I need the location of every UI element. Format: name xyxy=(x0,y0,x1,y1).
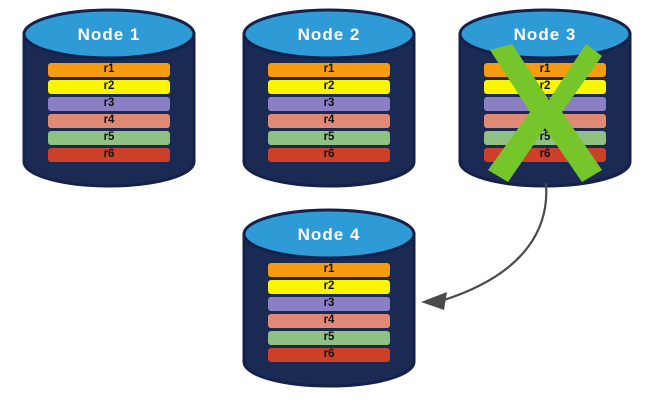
row-r1-node-1[interactable]: r1 xyxy=(48,63,170,77)
row-r2-node-1[interactable]: r2 xyxy=(48,80,170,94)
row-r4-node-4[interactable]: r4 xyxy=(268,314,390,328)
row-r2-node-4[interactable]: r2 xyxy=(268,280,390,294)
row-r2-node-3[interactable]: r2 xyxy=(484,80,606,94)
row-r3-node-3[interactable]: r3 xyxy=(484,97,606,111)
row-list-node-4: r1 r2 r3 r4 r5 r6 xyxy=(242,263,416,362)
row-r5-node-2[interactable]: r5 xyxy=(268,131,390,145)
node-cylinder-node-4[interactable]: Node 4 r1 r2 r3 r4 r5 r6 xyxy=(242,208,416,388)
row-r4-node-1[interactable]: r4 xyxy=(48,114,170,128)
node-cylinder-node-3[interactable]: Node 3 r1 r2 r3 r4 r5 r6 xyxy=(458,8,632,188)
row-r1-node-2[interactable]: r1 xyxy=(268,63,390,77)
row-r5-node-4[interactable]: r5 xyxy=(268,331,390,345)
node-cylinder-node-1[interactable]: Node 1 r1 r2 r3 r4 r5 r6 xyxy=(22,8,196,188)
row-r3-node-2[interactable]: r3 xyxy=(268,97,390,111)
node-cylinder-node-2[interactable]: Node 2 r1 r2 r3 r4 r5 r6 xyxy=(242,8,416,188)
row-r4-node-3[interactable]: r4 xyxy=(484,114,606,128)
row-r6-node-1[interactable]: r6 xyxy=(48,148,170,162)
row-r6-node-3[interactable]: r6 xyxy=(484,148,606,162)
row-r5-node-3[interactable]: r5 xyxy=(484,131,606,145)
row-r1-node-3[interactable]: r1 xyxy=(484,63,606,77)
row-r2-node-2[interactable]: r2 xyxy=(268,80,390,94)
row-r4-node-2[interactable]: r4 xyxy=(268,114,390,128)
row-r3-node-4[interactable]: r3 xyxy=(268,297,390,311)
row-r6-node-2[interactable]: r6 xyxy=(268,148,390,162)
row-r3-node-1[interactable]: r3 xyxy=(48,97,170,111)
row-list-node-2: r1 r2 r3 r4 r5 r6 xyxy=(242,63,416,162)
row-list-node-3: r1 r2 r3 r4 r5 r6 xyxy=(458,63,632,162)
row-r1-node-4[interactable]: r1 xyxy=(268,263,390,277)
row-r5-node-1[interactable]: r5 xyxy=(48,131,170,145)
row-list-node-1: r1 r2 r3 r4 r5 r6 xyxy=(22,63,196,162)
row-r6-node-4[interactable]: r6 xyxy=(268,348,390,362)
